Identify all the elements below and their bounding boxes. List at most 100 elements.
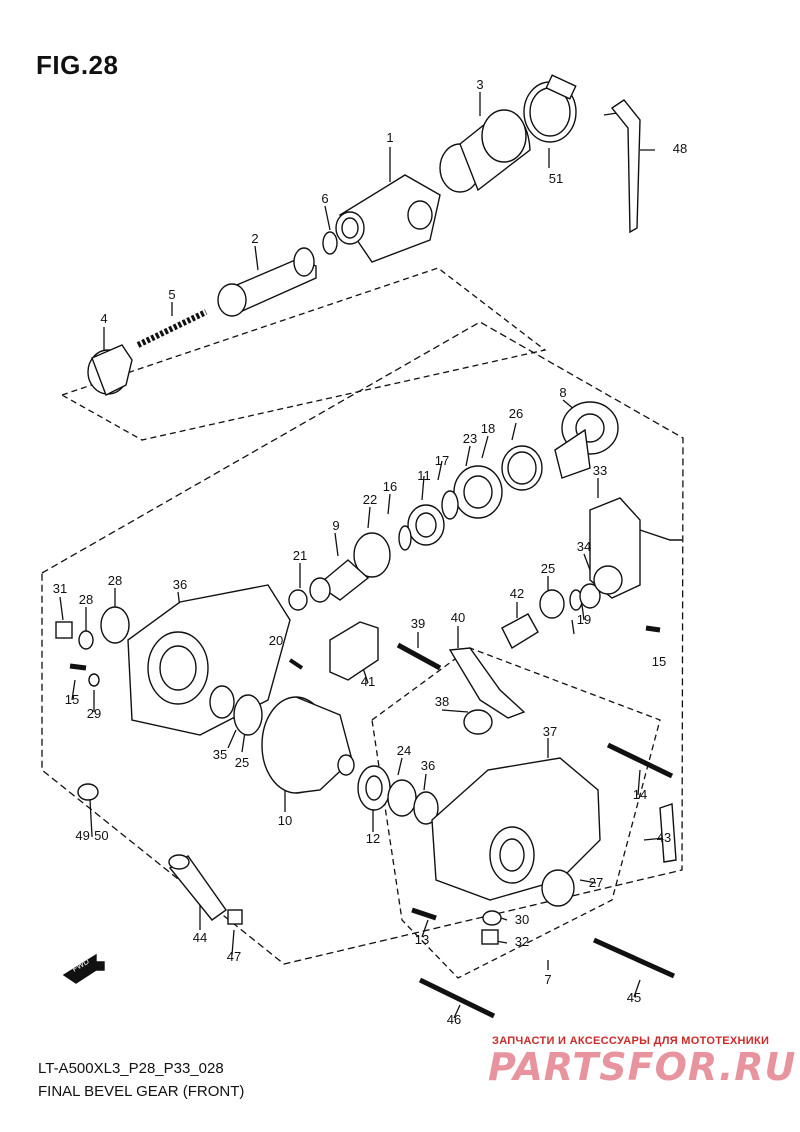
parts-group: [55, 74, 682, 1019]
callout-14: 14: [633, 787, 647, 802]
callout-8: 8: [559, 385, 566, 400]
part-breather-45: [168, 854, 227, 921]
callout-16: 16: [383, 479, 397, 494]
callout-18: 18: [481, 421, 495, 436]
part-washer-30: [88, 673, 100, 687]
part-ring-gear: [261, 696, 355, 794]
part-o-ring-29: [78, 630, 94, 650]
callout-46: 46: [447, 1012, 461, 1027]
callout-3: 3: [476, 77, 483, 92]
callout-21: 21: [293, 548, 307, 563]
callout-20: 20: [269, 633, 283, 648]
fwd-arrow-icon: [62, 953, 105, 984]
part-shim-36a: [209, 685, 235, 719]
callout-6: 6: [321, 191, 328, 206]
part-spring: [136, 309, 208, 348]
part-plunger-41: [501, 613, 539, 649]
part-circlip-16: [398, 525, 412, 551]
part-bolt-13: [411, 907, 437, 921]
part-shaft-40: [396, 642, 442, 671]
callout-15: 15: [652, 654, 666, 669]
part-fork-42: [448, 647, 526, 719]
figure-code: LT-A500XL3_P28_P33_028: [38, 1060, 224, 1077]
boundary-main: [41, 321, 684, 965]
watermark-tagline: ЗАПЧАСТИ И АКСЕССУАРЫ ДЛЯ МОТОТЕХНИКИ: [492, 1035, 770, 1047]
callout-33: 33: [593, 463, 607, 478]
part-universal-joint: [335, 174, 441, 263]
callout-36: 36: [421, 758, 435, 773]
part-clamp-44: [659, 803, 677, 863]
part-output-shaft: [217, 247, 317, 317]
callout-27: 27: [589, 875, 603, 890]
figure-title: FIG.28: [36, 50, 119, 80]
part-plug-33: [481, 929, 499, 945]
part-band-clamp: [523, 74, 577, 143]
callout-9: 9: [332, 518, 339, 533]
callout-4: 4: [100, 311, 107, 326]
part-gear-case: [431, 757, 601, 901]
callout-47: 47: [227, 949, 241, 964]
callout-13: 13: [415, 932, 429, 947]
callout-30: 30: [515, 912, 529, 927]
callout-15: 15: [65, 692, 79, 707]
callout-39: 39: [411, 616, 425, 631]
callout-19: 19: [577, 612, 591, 627]
part-shim-36b: [413, 791, 439, 825]
part-bolt-47: [418, 977, 496, 1019]
part-pinion-housing: [554, 401, 619, 479]
part-bolt-15b: [645, 625, 661, 633]
part-bolt-14: [606, 742, 674, 779]
part-actuator: [589, 497, 682, 599]
callout-11: 11: [417, 468, 431, 483]
callout-7: 7: [544, 972, 551, 987]
callout-34: 34: [577, 539, 591, 554]
part-bearing-12: [357, 765, 391, 811]
callout-51: 51: [549, 171, 563, 186]
part-bolt-15a: [69, 663, 87, 671]
callout-10: 10: [278, 813, 292, 828]
callout-28: 28: [108, 573, 122, 588]
part-oil-seal-28a: [100, 606, 130, 644]
part-bearing-25b: [387, 779, 417, 817]
callout-31: 31: [53, 581, 67, 596]
callout-40: 40: [451, 610, 465, 625]
part-nut-51: [77, 783, 99, 801]
callout-26: 26: [509, 406, 523, 421]
callout-38: 38: [435, 694, 449, 709]
callout-5: 5: [168, 287, 175, 302]
callout-41: 41: [361, 674, 375, 689]
part-boot: [439, 109, 531, 193]
part-pin-21: [288, 658, 304, 670]
callout-29: 29: [87, 706, 101, 721]
callout-numbers: 1234567891011121314151516171819202122232…: [53, 77, 687, 1027]
callout-42: 42: [510, 586, 524, 601]
callout-17: 17: [435, 453, 449, 468]
callout-32: 32: [515, 934, 529, 949]
callout-22: 22: [363, 492, 377, 507]
part-oil-seal-28b: [541, 869, 575, 907]
callout-36: 36: [173, 577, 187, 592]
part-case-cover: [127, 584, 291, 736]
callout-44: 44: [193, 930, 207, 945]
part-oil-seal-27: [501, 445, 543, 491]
boundary-upper: [60, 267, 547, 441]
callout-25: 25: [235, 755, 249, 770]
part-ring-17: [441, 490, 459, 520]
part-needle-bearing-11: [407, 504, 445, 546]
part-plug-32: [55, 621, 73, 639]
part-bolt-46: [592, 937, 676, 979]
callout-43: 43: [657, 830, 671, 845]
part-bearing-26: [539, 589, 565, 619]
callout-35: 35: [213, 747, 227, 762]
callout-24: 24: [397, 743, 411, 758]
part-washer-31: [482, 910, 502, 926]
callout-1: 1: [386, 130, 393, 145]
callout-49-50: 49·50: [75, 828, 108, 843]
part-circlip: [322, 231, 338, 255]
part-ring-19: [579, 583, 601, 609]
part-sleeve-39: [463, 709, 493, 735]
part-shift-fork-43: [329, 621, 379, 681]
callout-28: 28: [79, 592, 93, 607]
